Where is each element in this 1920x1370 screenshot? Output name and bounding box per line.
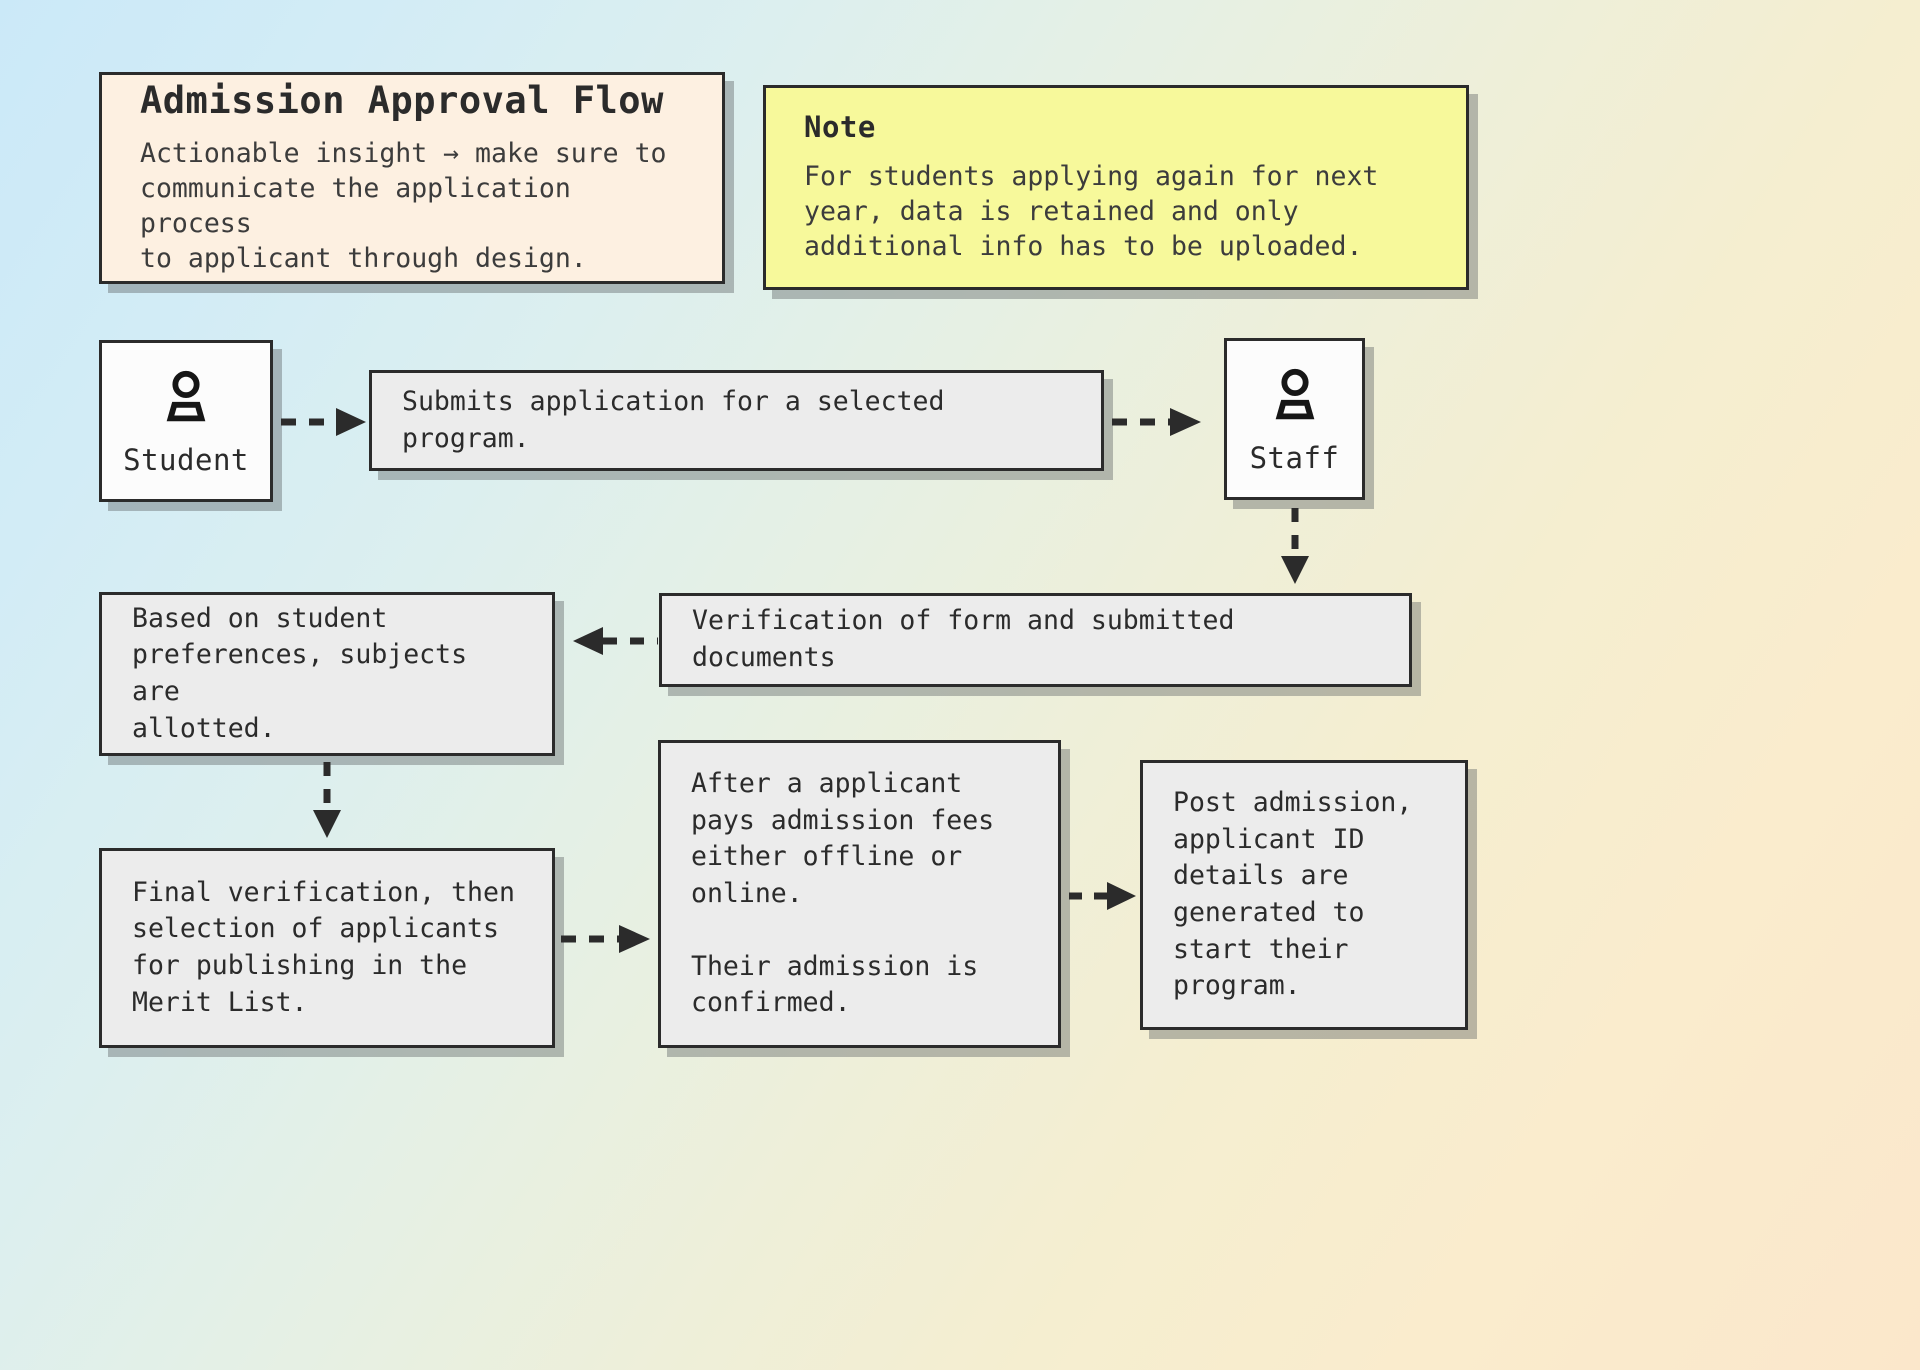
- header-card: Admission Approval Flow Actionable insig…: [99, 72, 725, 284]
- step-merit-list-text: Final verification, then selection of ap…: [132, 876, 515, 1018]
- step-payment-confirmation-text: After a applicant pays admission fees ei…: [691, 768, 995, 1019]
- connector-payment-to-post-admission: [1069, 880, 1139, 912]
- step-payment-confirmation: After a applicant pays admission fees ei…: [658, 740, 1061, 1048]
- connector-allotment-to-merit: [311, 762, 343, 840]
- actor-staff[interactable]: Staff: [1224, 338, 1365, 500]
- actor-staff-label: Staff: [1249, 440, 1340, 475]
- connector-student-to-submit: [281, 406, 369, 438]
- note-card: Note For students applying again for nex…: [763, 85, 1469, 290]
- note-card-body: For students applying again for next yea…: [804, 161, 1379, 263]
- connector-merit-to-payment: [561, 923, 653, 955]
- user-icon: [1275, 368, 1314, 419]
- connector-verification-to-allotment: [572, 625, 658, 657]
- step-merit-list: Final verification, then selection of ap…: [99, 848, 555, 1048]
- step-verification: Verification of form and submitted docum…: [659, 593, 1412, 687]
- step-subject-allotment: Based on student preferences, subjects a…: [99, 592, 555, 756]
- actor-student[interactable]: Student: [99, 340, 273, 502]
- connector-submit-to-staff: [1112, 406, 1204, 438]
- header-card-title: Admission Approval Flow: [140, 78, 664, 122]
- step-submit-application: Submits application for a selected progr…: [369, 370, 1104, 471]
- step-post-admission-text: Post admission, applicant ID details are…: [1173, 787, 1413, 1002]
- step-subject-allotment-text: Based on student preferences, subjects a…: [132, 602, 468, 744]
- step-post-admission: Post admission, applicant ID details are…: [1140, 760, 1468, 1030]
- actor-student-label: Student: [123, 442, 249, 477]
- step-submit-application-text: Submits application for a selected progr…: [402, 385, 945, 454]
- step-verification-text: Verification of form and submitted docum…: [692, 605, 1235, 673]
- note-card-title: Note: [804, 109, 876, 144]
- header-card-body: Actionable insight → make sure to commun…: [140, 138, 667, 275]
- connector-staff-to-verification: [1279, 508, 1311, 586]
- user-icon: [166, 370, 206, 421]
